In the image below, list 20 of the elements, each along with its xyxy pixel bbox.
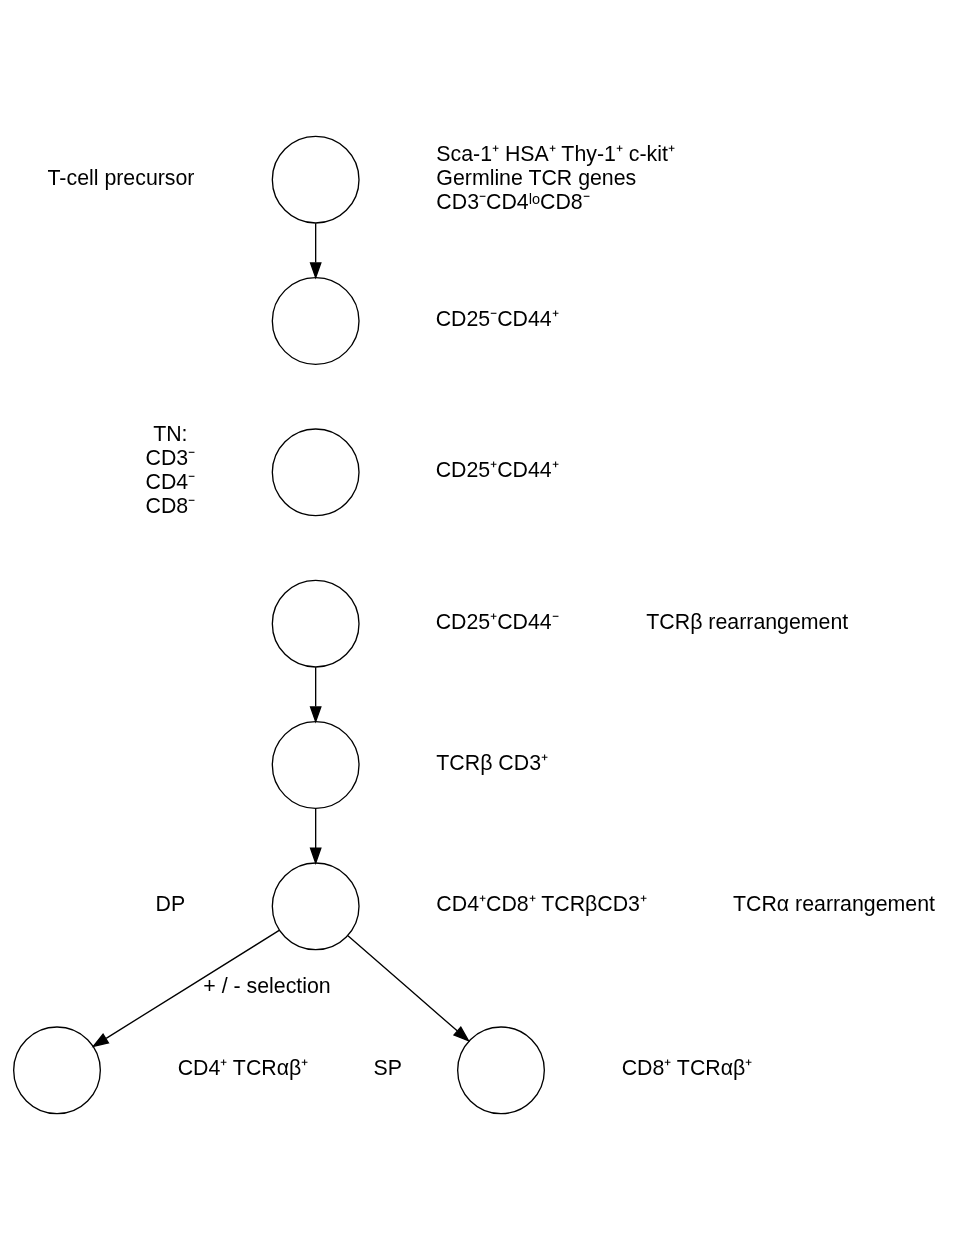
node-label: CD4⁺ TCRαβ⁺	[177, 1056, 309, 1081]
label: CD8⁻	[145, 494, 196, 519]
node-label: CD25⁻CD44⁺	[435, 307, 559, 332]
node-label: TCRβ rearrangement	[646, 609, 849, 634]
node-label: T-cell precursor	[47, 165, 195, 190]
node-label: CD3⁻CD4ˡᵒCD8⁻	[436, 189, 590, 214]
node-label: CD8⁺ TCRαβ⁺	[621, 1056, 753, 1081]
label: CD4⁻	[145, 470, 196, 495]
node-label: TCRβ CD3⁺	[436, 751, 549, 776]
node-label: CD4⁺CD8⁺ TCRβCD3⁺	[436, 892, 647, 917]
edge-label: + / - selection	[203, 974, 331, 999]
node-label: TCRα rearrangement	[733, 892, 935, 917]
label: CD3⁻	[145, 446, 196, 471]
node-label: SP	[373, 1056, 402, 1081]
node-label: CD25⁺CD44⁺	[435, 458, 559, 483]
node-label: DP	[155, 892, 186, 917]
node-label: Germline TCR genes	[436, 165, 637, 190]
node-label: CD25⁺CD44⁻	[435, 609, 559, 634]
label: TN:	[153, 422, 188, 447]
node-label: Sca-1⁺ HSA⁺ Thy-1⁺ c-kit⁺	[436, 141, 675, 166]
